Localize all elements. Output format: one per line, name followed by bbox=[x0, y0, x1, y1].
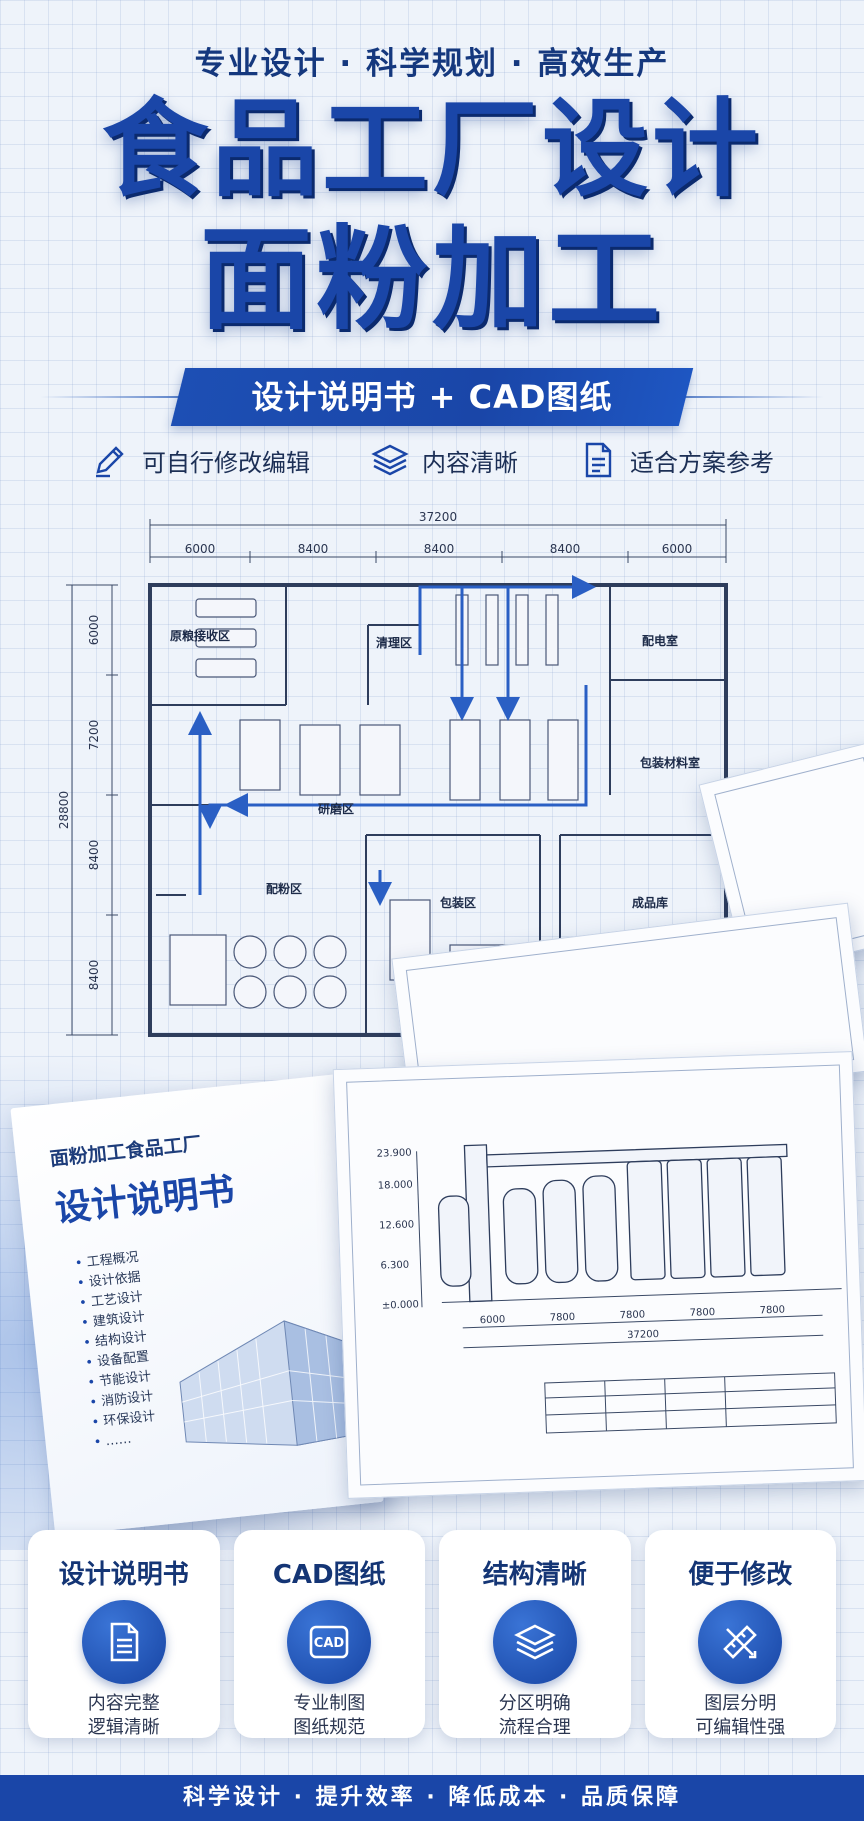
document-icon bbox=[110, 1622, 139, 1662]
room-packing-material: 包装材料室 bbox=[639, 755, 700, 770]
design-booklet: 面粉加工食品工厂 设计说明书 工程概况 设计依据 工艺设计 建筑设计 结构设计 … bbox=[10, 1073, 384, 1537]
card-desc-line: 图纸规范 bbox=[293, 1717, 366, 1738]
room-raw-grain: 原粮接收区 bbox=[170, 628, 230, 643]
card-icon-circle bbox=[698, 1600, 783, 1684]
tagline: 专业设计 · 科学规划 · 高效生产 bbox=[194, 46, 670, 82]
left-dim-label: 6000 bbox=[87, 615, 101, 646]
level-label: ±0.000 bbox=[382, 1299, 419, 1311]
card-title: 便于修改 bbox=[688, 1560, 793, 1590]
footer-banner: 科学设计 · 提升效率 · 降低成本 · 品质保障 bbox=[0, 1775, 864, 1821]
room-finished: 成品库 bbox=[632, 895, 668, 910]
level-label: 23.900 bbox=[376, 1148, 411, 1160]
card-desc-line: 图层分明 bbox=[704, 1693, 777, 1714]
ruler-pencil-icon bbox=[723, 1625, 758, 1659]
feature-reference: 适合方案参考 bbox=[578, 440, 774, 480]
feature-editable: 可自行修改编辑 bbox=[90, 440, 310, 480]
booklet-title: 设计说明书 bbox=[53, 1170, 237, 1231]
card-icon-circle: CAD bbox=[287, 1600, 372, 1684]
card-cad: CAD图纸 CAD 专业制图 图纸规范 bbox=[233, 1530, 426, 1740]
room-blending: 配粉区 bbox=[266, 881, 302, 896]
feature-label: 可自行修改编辑 bbox=[142, 448, 310, 477]
level-label: 12.600 bbox=[379, 1219, 414, 1231]
main-title-line2: 面粉加工 bbox=[200, 215, 664, 345]
elevation-dim: 6000 bbox=[480, 1314, 506, 1326]
floor-plan-drawing: 37200 6000 8400 8400 8400 6000 28800 600… bbox=[57, 510, 728, 1037]
total-height-label: 28800 bbox=[57, 791, 71, 829]
elevation-dim: 7800 bbox=[689, 1307, 715, 1319]
cad-icon: CAD bbox=[309, 1625, 349, 1659]
left-dim-label: 8400 bbox=[87, 960, 101, 991]
document-icon bbox=[585, 442, 612, 478]
feature-cards: 设计说明书 内容完整 逻辑清晰 CAD图纸 CAD 专业制图 图纸规范 结构清晰 bbox=[28, 1530, 836, 1738]
card-desc: 分区明确 流程合理 bbox=[439, 1692, 631, 1740]
card-title: CAD图纸 bbox=[272, 1560, 386, 1590]
ribbon-label: 设计说明书 + CAD图纸 bbox=[251, 378, 613, 416]
room-packing: 包装区 bbox=[439, 895, 476, 910]
card-desc-line: 可编辑性强 bbox=[695, 1717, 786, 1738]
card-desc: 专业制图 图纸规范 bbox=[234, 1692, 426, 1740]
main-title-line1: 食品工厂设计 bbox=[102, 88, 762, 211]
elevation-drawing-sheet: 23.900 18.000 12.600 6.300 ±0.000 bbox=[332, 1051, 864, 1499]
card-desc-line: 分区明确 bbox=[498, 1693, 571, 1714]
left-dim-label: 8400 bbox=[87, 840, 101, 871]
card-structure: 结构清晰 分区明确 流程合理 bbox=[439, 1530, 631, 1738]
elevation-dim: 7800 bbox=[550, 1312, 576, 1324]
feature-label: 适合方案参考 bbox=[630, 448, 774, 477]
top-dim-label: 6000 bbox=[662, 542, 693, 556]
top-dim-label: 8400 bbox=[550, 542, 581, 556]
silo-elevation: 23.900 18.000 12.600 6.300 ±0.000 bbox=[376, 1143, 842, 1434]
left-dim-label: 7200 bbox=[87, 720, 101, 751]
layers-icon bbox=[371, 444, 409, 476]
booklet-subtitle: 面粉加工食品工厂 bbox=[48, 1132, 203, 1171]
elevation-total: 37200 bbox=[627, 1329, 659, 1341]
card-icon-circle bbox=[492, 1600, 577, 1684]
card-icon-circle bbox=[81, 1600, 166, 1684]
ribbon-line-right bbox=[684, 396, 824, 398]
card-desc-line: 专业制图 bbox=[293, 1693, 366, 1714]
card-title: 结构清晰 bbox=[482, 1560, 587, 1590]
card-desc-line: 流程合理 bbox=[498, 1717, 571, 1738]
top-dim-label: 8400 bbox=[424, 542, 455, 556]
card-design-doc: 设计说明书 内容完整 逻辑清晰 bbox=[28, 1530, 220, 1738]
card-desc: 图层分明 可编辑性强 bbox=[645, 1692, 837, 1740]
card-desc-line: 内容完整 bbox=[87, 1693, 160, 1714]
top-dim-label: 8400 bbox=[298, 542, 329, 556]
card-desc-line: 逻辑清晰 bbox=[87, 1717, 160, 1738]
card-title: 设计说明书 bbox=[58, 1560, 189, 1590]
room-cleaning: 清理区 bbox=[376, 635, 412, 650]
total-width-label: 37200 bbox=[419, 510, 457, 524]
card-desc: 内容完整 逻辑清晰 bbox=[28, 1692, 220, 1740]
room-milling: 研磨区 bbox=[318, 801, 354, 816]
level-label: 18.000 bbox=[378, 1179, 413, 1191]
card-editable: 便于修改 图层分明 可编辑性强 bbox=[644, 1530, 837, 1740]
feature-label: 内容清晰 bbox=[422, 448, 518, 477]
feature-clear: 内容清晰 bbox=[370, 440, 518, 480]
booklet-contents: 工程概况 设计依据 工艺设计 建筑设计 结构设计 设备配置 节能设计 消防设计 … bbox=[74, 1248, 158, 1454]
elevation-dim: 7800 bbox=[759, 1305, 785, 1317]
top-dim-label: 6000 bbox=[185, 542, 216, 556]
building-illustration bbox=[179, 1320, 362, 1446]
layers-icon bbox=[513, 1624, 556, 1660]
level-label: 6.300 bbox=[380, 1260, 409, 1272]
ribbon-line-left bbox=[40, 396, 180, 398]
cad-icon-text: CAD bbox=[314, 1636, 345, 1651]
elevation-dim: 7800 bbox=[620, 1309, 646, 1321]
feature-row: 可自行修改编辑 内容清晰 适合方案参考 bbox=[0, 440, 864, 480]
edit-pen-icon bbox=[96, 446, 124, 478]
room-power: 配电室 bbox=[642, 633, 678, 648]
